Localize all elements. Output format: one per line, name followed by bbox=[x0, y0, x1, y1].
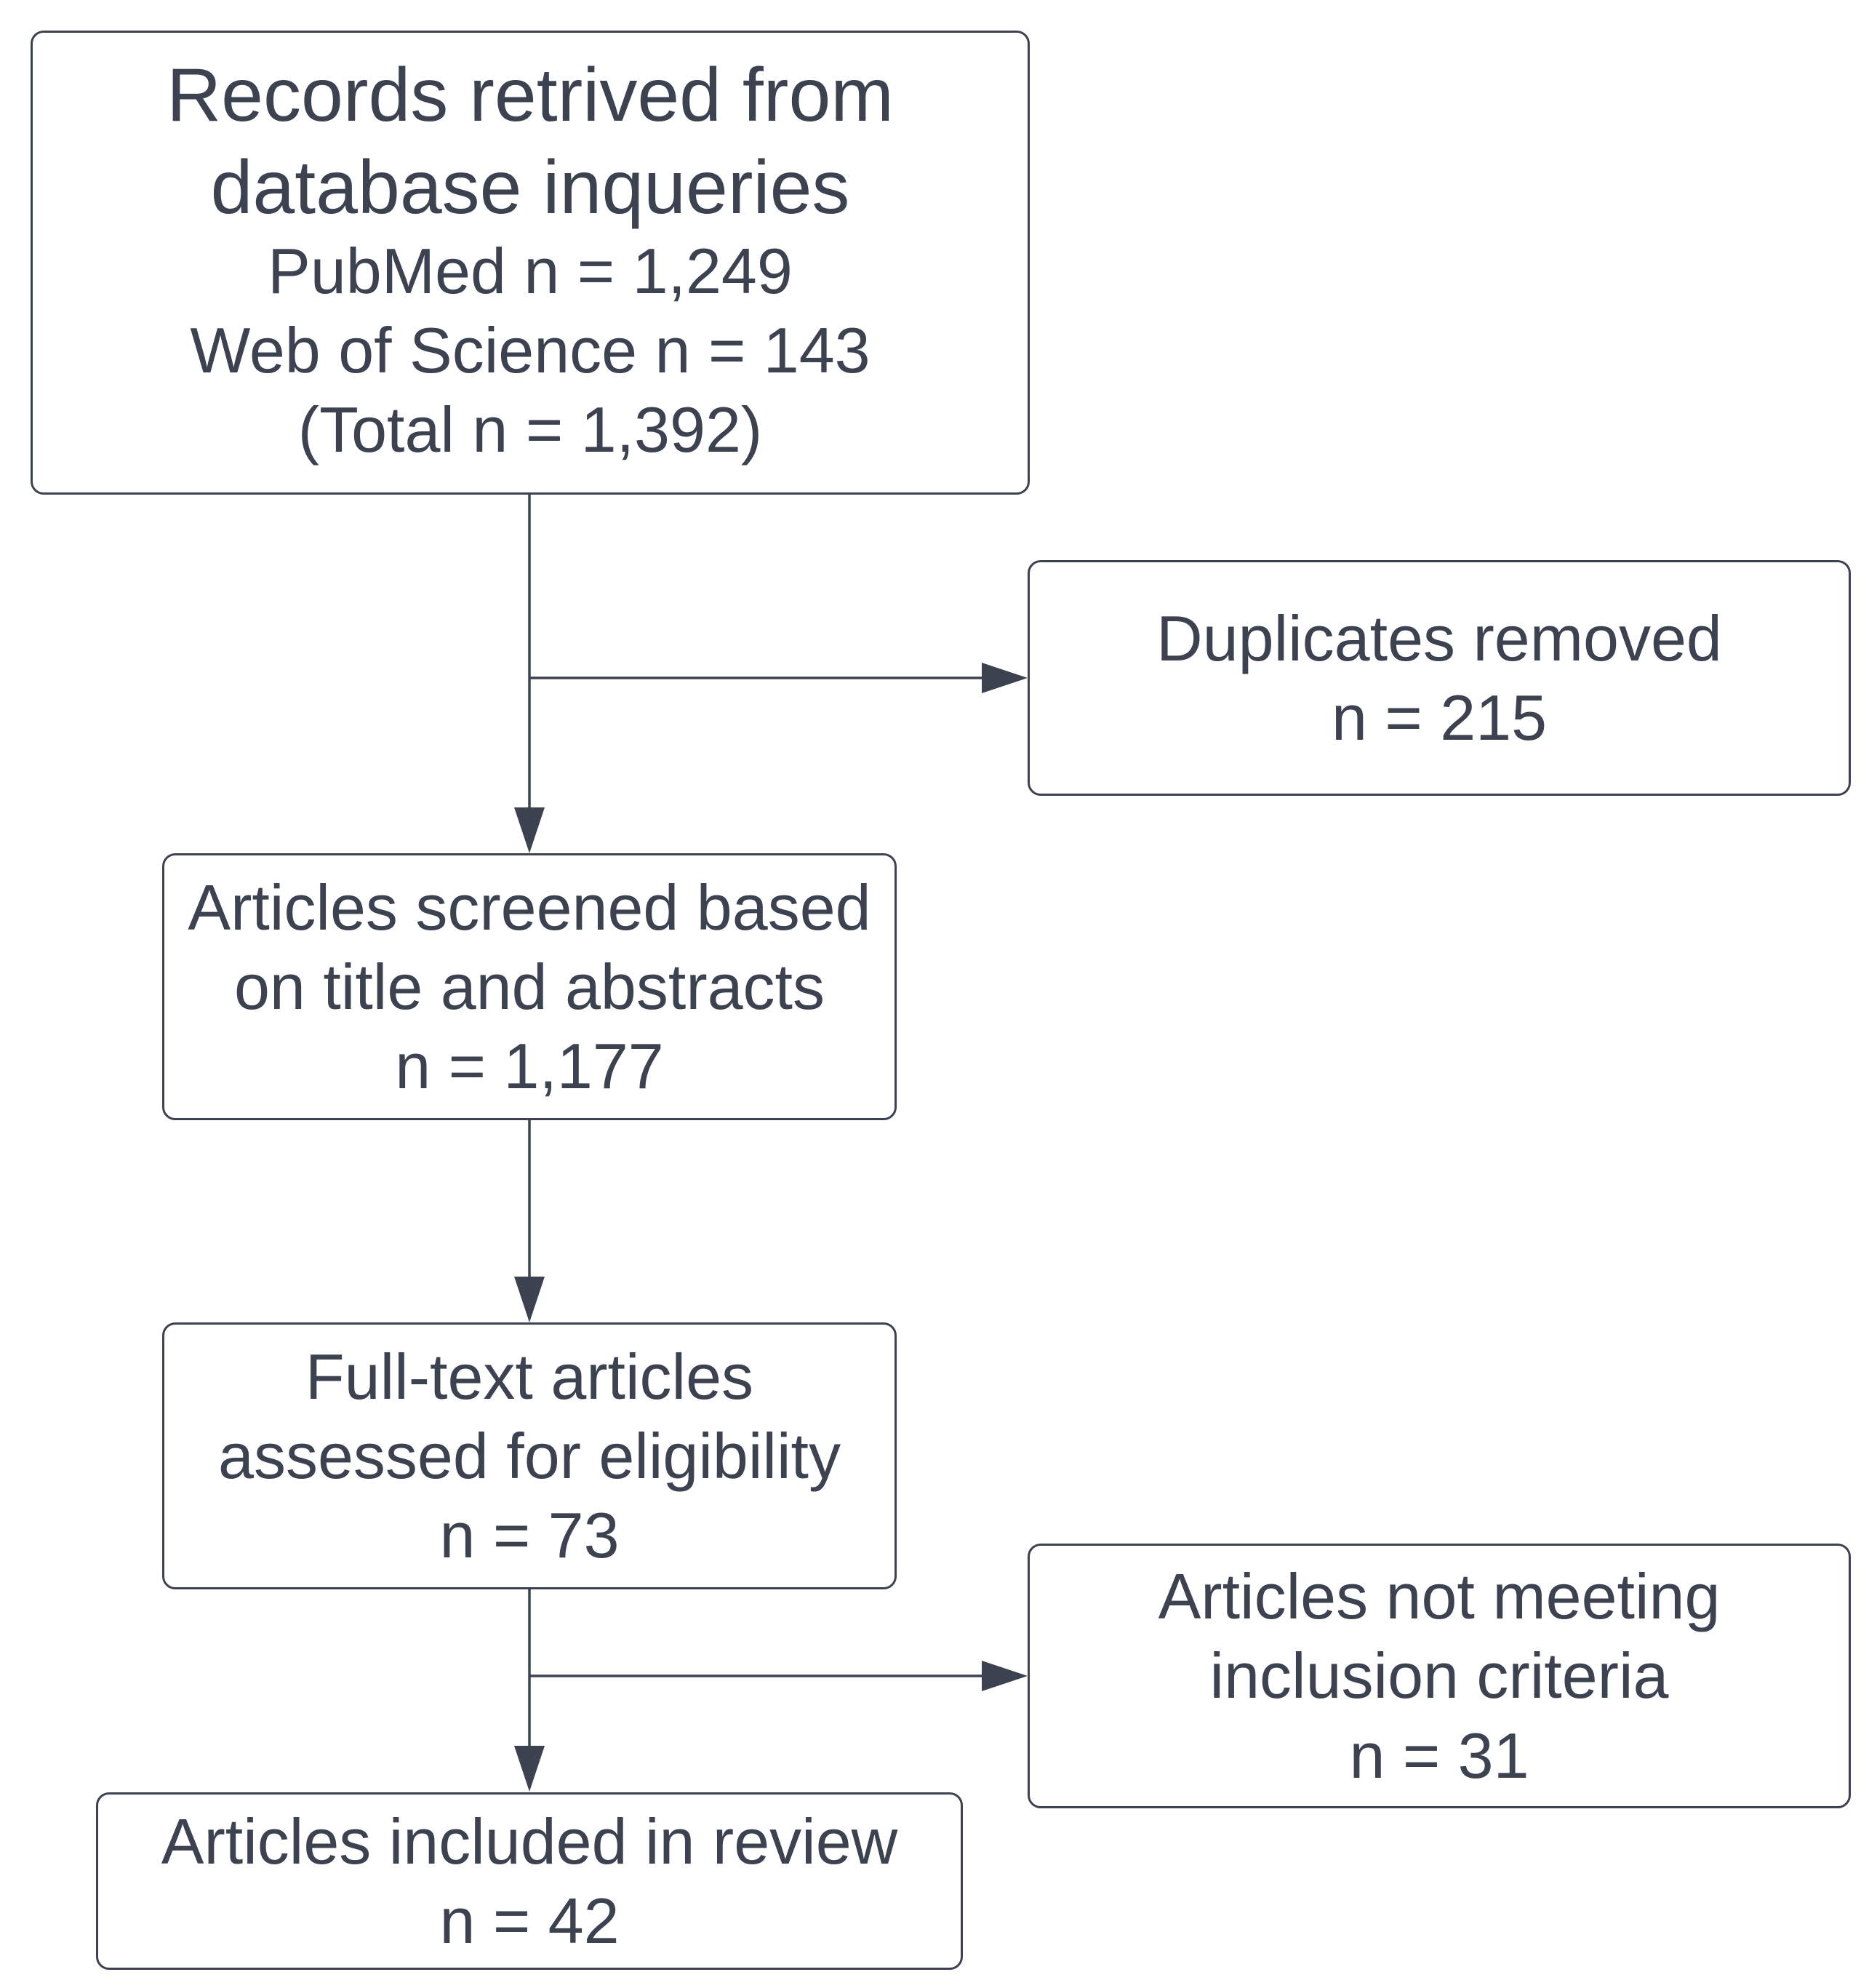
records-wos-count: Web of Science n = 143 bbox=[190, 314, 871, 387]
arrowhead-to-screened bbox=[514, 807, 545, 853]
articles-screened-box: Articles screened based on title and abs… bbox=[162, 853, 897, 1120]
fulltext-line1: Full-text articles bbox=[305, 1340, 754, 1413]
excluded-line2: inclusion criteria bbox=[1209, 1640, 1669, 1712]
records-total-count: (Total n = 1,392) bbox=[297, 394, 763, 466]
duplicates-count: n = 215 bbox=[1331, 682, 1548, 754]
screened-line2: on title and abstracts bbox=[233, 950, 825, 1023]
excluded-count: n = 31 bbox=[1349, 1719, 1529, 1792]
screened-count: n = 1,177 bbox=[395, 1030, 664, 1103]
included-label: Articles included in review bbox=[161, 1805, 898, 1877]
duplicates-label: Duplicates removed bbox=[1156, 602, 1722, 674]
arrowhead-to-duplicates bbox=[982, 663, 1028, 693]
arrowhead-to-included bbox=[514, 1746, 545, 1792]
excluded-line1: Articles not meeting bbox=[1158, 1560, 1721, 1633]
articles-excluded-box: Articles not meeting inclusion criteria … bbox=[1028, 1544, 1851, 1808]
fulltext-assessed-box: Full-text articles assessed for eligibil… bbox=[162, 1322, 897, 1589]
screened-line1: Articles screened based bbox=[188, 871, 871, 943]
records-title-line2: database inqueries bbox=[210, 145, 850, 231]
fulltext-line2: assessed for eligibility bbox=[218, 1419, 841, 1492]
arrowhead-to-excluded bbox=[982, 1661, 1028, 1691]
records-title-line1: Records retrived from bbox=[167, 53, 894, 138]
records-retrieved-box: Records retrived from database inqueries… bbox=[31, 31, 1030, 495]
duplicates-removed-box: Duplicates removed n = 215 bbox=[1028, 560, 1851, 796]
fulltext-count: n = 73 bbox=[439, 1499, 620, 1572]
included-count: n = 42 bbox=[439, 1885, 620, 1957]
records-pubmed-count: PubMed n = 1,249 bbox=[268, 235, 793, 308]
articles-included-box: Articles included in review n = 42 bbox=[96, 1792, 963, 1970]
arrowhead-to-fulltext bbox=[514, 1277, 545, 1322]
